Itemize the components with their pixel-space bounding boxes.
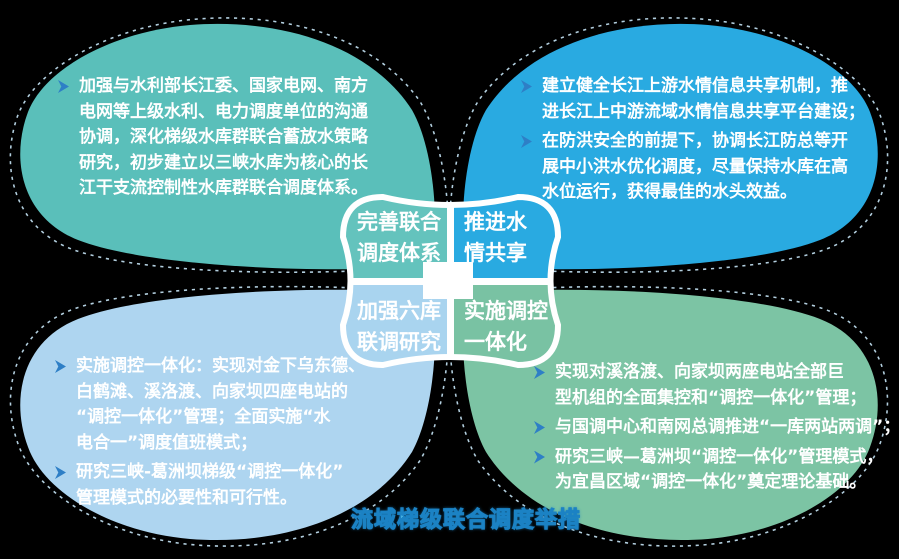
- bullet-line: 研究三峡—葛洲坝“调控一体化”管理模式，: [555, 446, 884, 467]
- bullet-line: 研究，初步建立以三峡水库为核心的长: [79, 152, 368, 173]
- center-label-line: 推进水: [464, 210, 527, 234]
- diagram-title: 流域梯级联合调度举措: [350, 508, 582, 534]
- bullet-item: 与国调中心和南网总调推进“一库两站两调”；: [534, 415, 899, 441]
- center-label-line: 一体化: [464, 330, 527, 354]
- bullet-item: 研究三峡-葛洲坝梯级“调控一体化” 管理模式的必要性和可行性。: [55, 460, 365, 511]
- petal-top-left-text: 加强与水利部长江委、国家电网、南方 电网等上级水利、电力调度单位的沟通 协调，深…: [58, 74, 368, 206]
- petal-bottom-left-text: 实施调控一体化：实现对金下乌东德、 白鹤滩、溪洛渡、向家坝四座电站的 “调控一体…: [55, 354, 365, 515]
- center-white-square: [423, 262, 473, 299]
- bullet-line: 在防洪安全的前提下，协调长江防总等开: [542, 131, 848, 151]
- bullet-line: 协调，深化梯级水库群联合蓄放水策略: [79, 127, 368, 147]
- bullet-arrow-icon: [534, 450, 545, 464]
- bullet-line: 展中小洪水优化调度，尽量保持水库在高: [542, 156, 848, 177]
- petal-top-right-text: 建立健全长江上游水情信息共享机制，推 进长江上中游流域水情信息共享平台建设； 在…: [521, 74, 865, 210]
- petal-bottom-right-text: 实现对溪洛渡、向家坝两座电站全部巨 型机组的全面集控和“调控一体化”管理； 与国…: [534, 360, 899, 500]
- bullet-arrow-icon: [55, 360, 66, 373]
- bullet-line: 型机组的全面集控和“调控一体化”管理；: [555, 387, 867, 408]
- center-label-bottom-right: 实施调控 一体化: [464, 296, 548, 358]
- center-label-line: 完善联合: [357, 210, 441, 234]
- bullet-line: 研究三峡-葛洲坝梯级“调控一体化”: [76, 462, 344, 482]
- bullet-item: 研究三峡—葛洲坝“调控一体化”管理模式， 为宜昌区域“调控一体化”奠定理论基础。: [534, 445, 899, 496]
- center-quadrants: [343, 197, 558, 365]
- bullet-line: 建立健全长江上游水情信息共享机制，推: [542, 76, 848, 96]
- bullet-line: 管理模式的必要性和可行性。: [76, 487, 297, 508]
- bullet-item: 在防洪安全的前提下，协调长江防总等开 展中小洪水优化调度，尽量保持水库在高 水位…: [521, 129, 865, 206]
- center-label-line: 实施调控: [464, 299, 548, 323]
- bullet-line: 水位运行，获得最佳的水头效益。: [542, 182, 797, 202]
- bullet-line: 进长江上中游流域水情信息共享平台建设；: [542, 101, 865, 122]
- bullet-line: 白鹤滩、溪洛渡、向家坝四座电站的: [76, 381, 348, 402]
- bullet-arrow-icon: [58, 80, 69, 93]
- bullet-line: 与国调中心和南网总调推进“一库两站两调”；: [555, 417, 899, 437]
- bullet-line: 实现对溪洛渡、向家坝两座电站全部巨: [555, 362, 844, 382]
- bullet-item: 实现对溪洛渡、向家坝两座电站全部巨 型机组的全面集控和“调控一体化”管理；: [534, 360, 899, 411]
- bullet-arrow-icon: [521, 135, 532, 148]
- bullet-item: 加强与水利部长江委、国家电网、南方 电网等上级水利、电力调度单位的沟通 协调，深…: [58, 74, 368, 202]
- bullet-line: 电合一”调度值班模式；: [76, 432, 258, 453]
- bullet-line: 加强与水利部长江委、国家电网、南方: [79, 76, 368, 96]
- bullet-arrow-icon: [534, 366, 545, 379]
- bullet-line: 电网等上级水利、电力调度单位的沟通: [79, 101, 368, 122]
- bullet-arrow-icon: [55, 466, 66, 479]
- center-label-line: 联调研究: [357, 330, 441, 354]
- center-label-top-left: 完善联合 调度体系: [357, 207, 441, 269]
- bullet-line: 江干支流控制性水库群联合调度体系。: [79, 178, 368, 198]
- bullet-item: 建立健全长江上游水情信息共享机制，推 进长江上中游流域水情信息共享平台建设；: [521, 74, 865, 125]
- center-label-line: 加强六库: [357, 299, 441, 323]
- center-label-top-right: 推进水 情共享: [464, 207, 527, 269]
- bullet-arrow-icon: [521, 80, 532, 93]
- center-label-line: 调度体系: [357, 241, 441, 265]
- bullet-item: 实施调控一体化：实现对金下乌东德、 白鹤滩、溪洛渡、向家坝四座电站的 “调控一体…: [55, 354, 365, 456]
- center-label-bottom-left: 加强六库 联调研究: [357, 296, 441, 358]
- bullet-line: “调控一体化”管理；全面实施“水: [76, 407, 331, 427]
- bullet-line: 为宜昌区域“调控一体化”奠定理论基础。: [555, 472, 867, 492]
- bullet-line: 实施调控一体化：实现对金下乌东德、: [76, 356, 365, 376]
- bullet-arrow-icon: [534, 421, 545, 434]
- center-label-line: 情共享: [464, 241, 527, 265]
